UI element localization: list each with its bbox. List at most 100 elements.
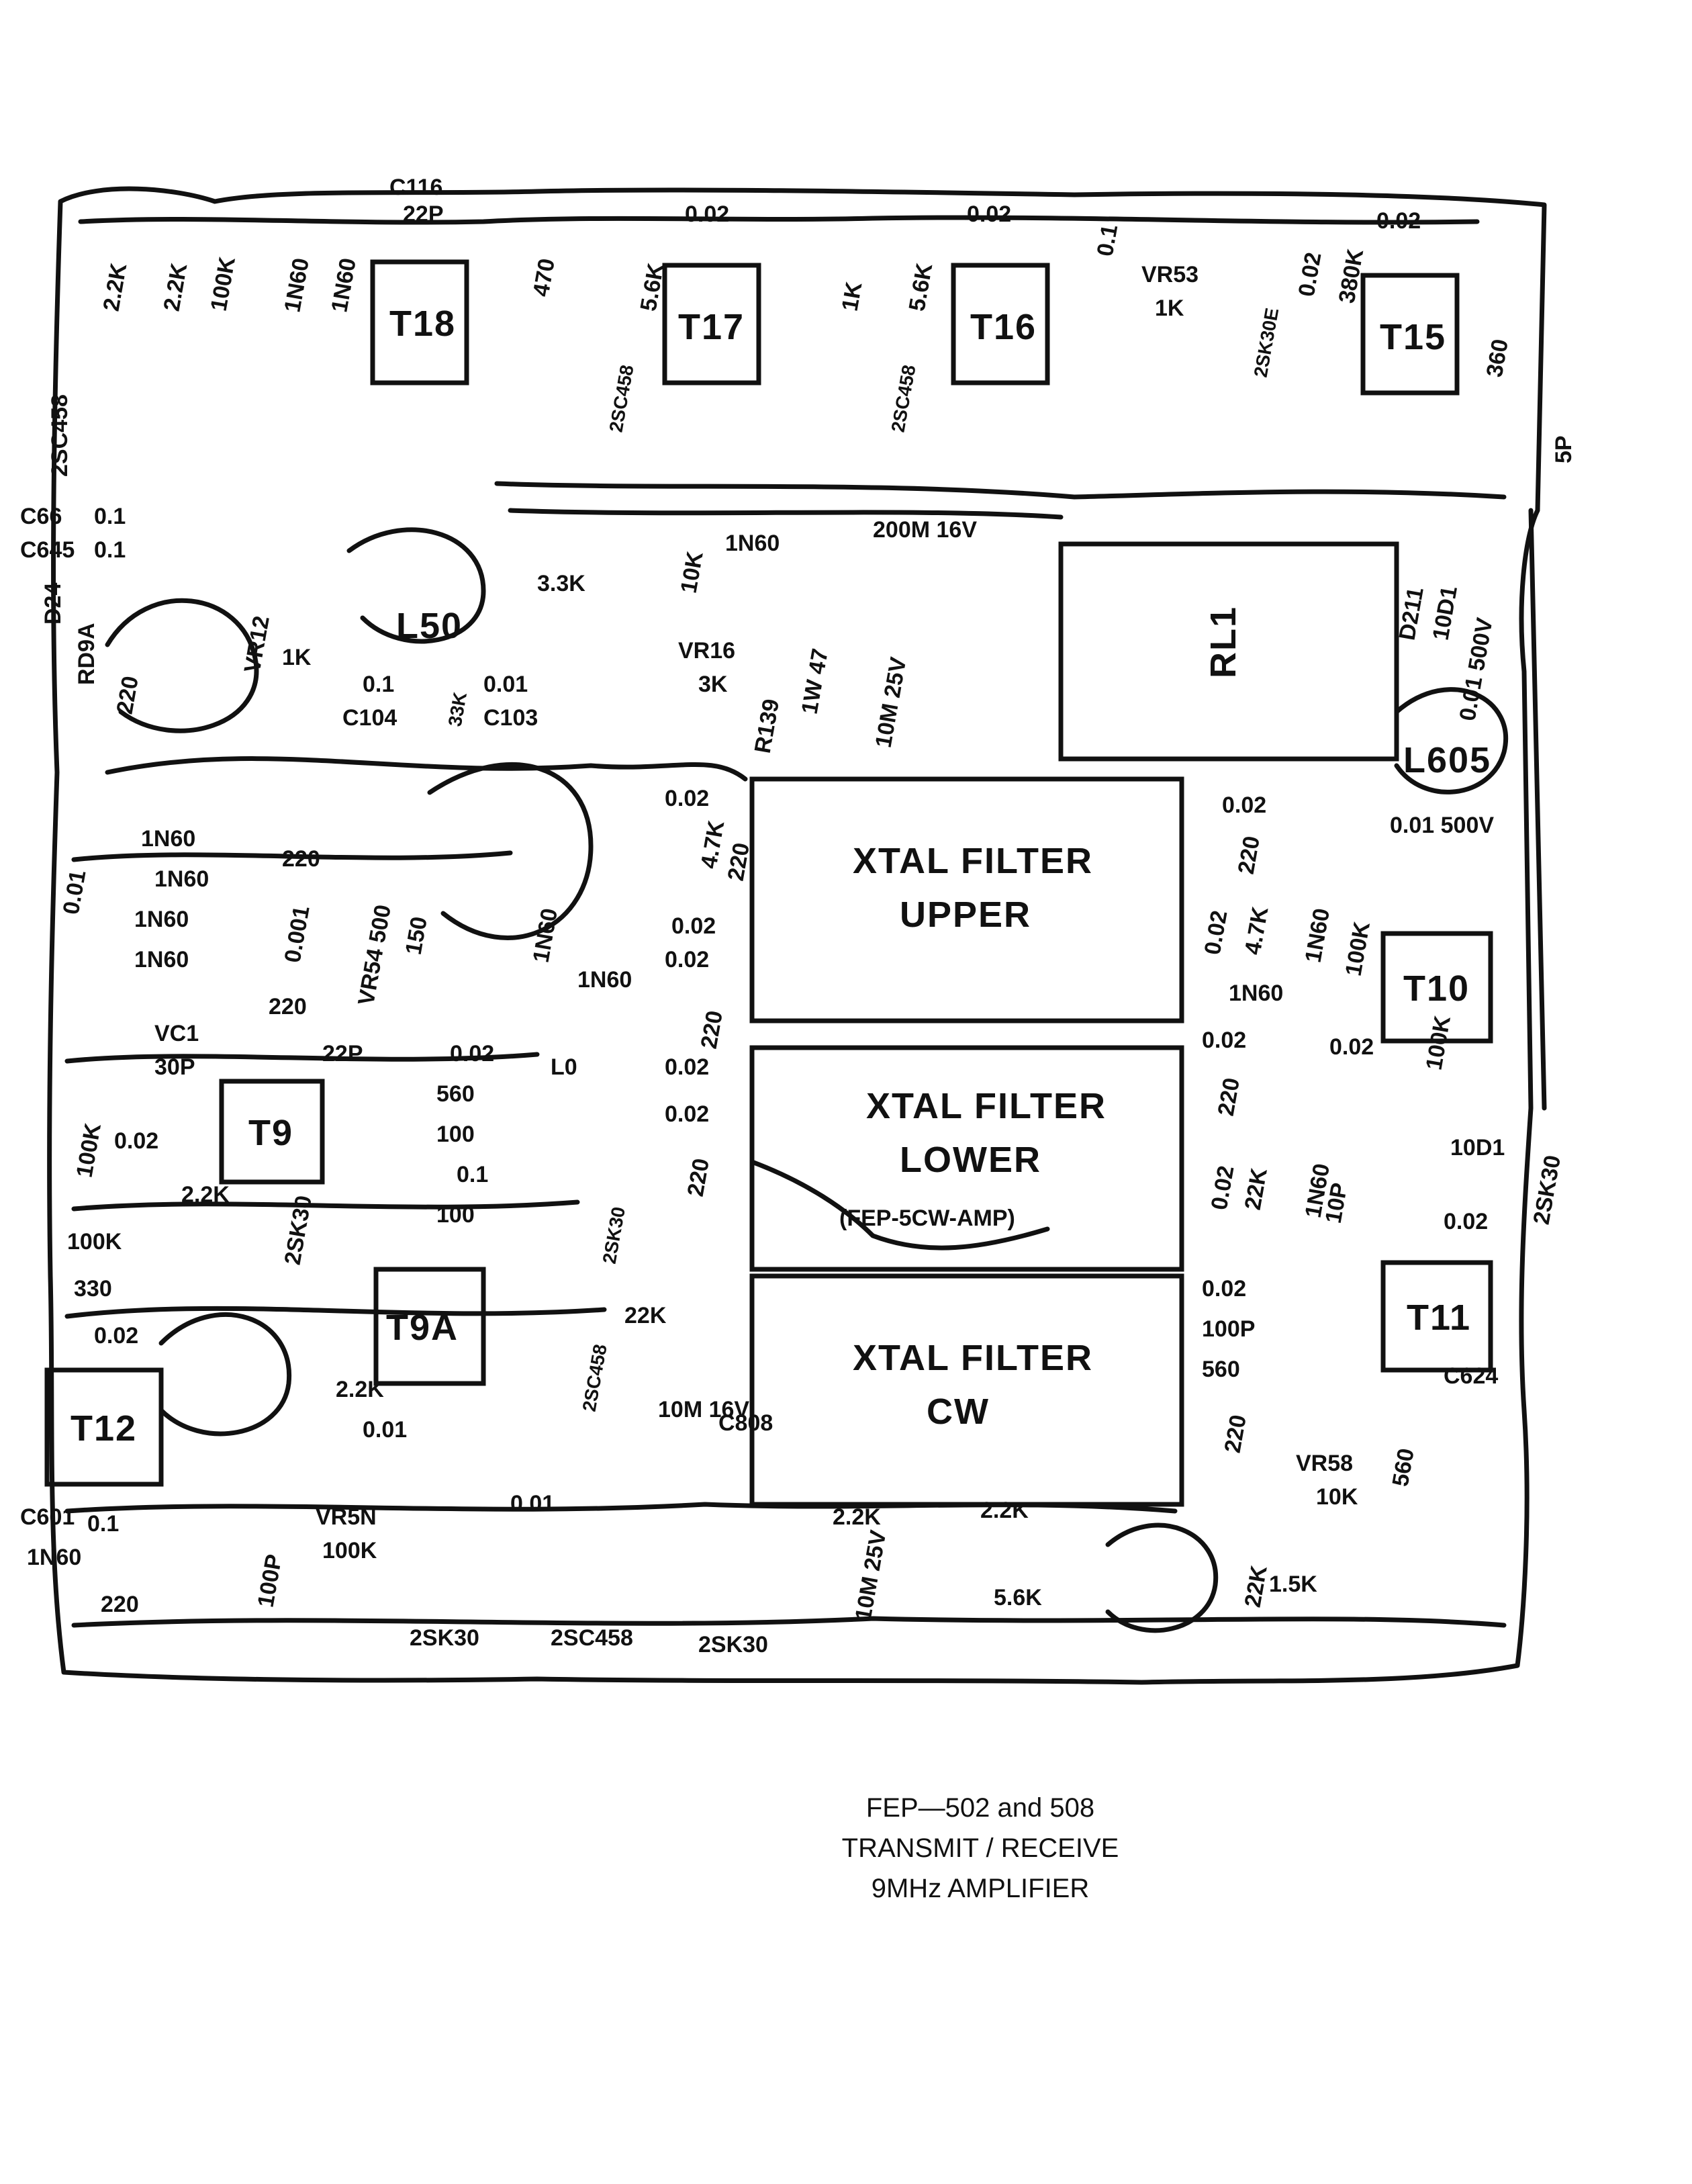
- trace-top-4: [105, 756, 748, 782]
- transformer-t12-box: [44, 1367, 164, 1487]
- label-tr26: 2SC458: [605, 363, 637, 434]
- label-c104: 0.1: [363, 672, 394, 697]
- label-c645-value: 0.1: [94, 537, 126, 563]
- label-r126: 100K: [206, 255, 241, 313]
- label-r132: 5.6K: [904, 261, 938, 314]
- label-c815: 0.02: [1202, 1028, 1246, 1053]
- label-r604: 100K: [67, 1229, 122, 1255]
- label-c26: 0.02: [450, 1041, 494, 1066]
- label-r43: 100K: [1341, 919, 1376, 978]
- label-c830: 0.02: [1329, 1034, 1374, 1060]
- label-vc1-value: 30P: [154, 1054, 195, 1080]
- label-l0: L0: [551, 1054, 577, 1080]
- label-r661: 220: [269, 994, 307, 1019]
- label-r821: 22K: [1240, 1563, 1272, 1609]
- label-r139: R139: [750, 697, 785, 756]
- label-r141: 10K: [676, 549, 708, 595]
- label-tr27: 2SC458: [887, 363, 919, 434]
- label-c624: C624: [1444, 1363, 1498, 1389]
- label-c605: 0.01: [363, 1417, 407, 1443]
- xtal-filter-lower-title: XTAL FILTER: [866, 1086, 1107, 1126]
- label-d3: 1N60: [134, 947, 189, 972]
- label-vr53-value: 1K: [1155, 295, 1184, 321]
- label-c110: 0.1: [1092, 222, 1123, 258]
- label-r803: 22K: [624, 1303, 667, 1328]
- label-c25: 0.02: [114, 1128, 158, 1154]
- label-c623: 0.02: [94, 1323, 138, 1349]
- label-vr58-value: 10K: [1316, 1484, 1358, 1510]
- label-tr29: 2SC458: [47, 394, 73, 477]
- label-r645: 5.6K: [994, 1585, 1042, 1610]
- t11-label: T11: [1407, 1298, 1471, 1338]
- label-d605: 1N60: [1301, 907, 1335, 965]
- label-r34: 100: [436, 1202, 475, 1228]
- xtal-filter-lower-sub: LOWER: [900, 1140, 1041, 1180]
- label-c116: C116: [389, 175, 442, 200]
- xtal-filter-cw-box: [749, 1273, 1184, 1507]
- label-vr16: VR16: [678, 638, 735, 664]
- label-vr53: VR53: [1141, 262, 1198, 287]
- label-r111: 0.02: [1294, 251, 1327, 299]
- xtal-filter-upper-title: XTAL FILTER: [853, 841, 1093, 881]
- label-c126: 0.02: [685, 201, 729, 227]
- label-c826: 0.02: [967, 201, 1011, 227]
- label-d2: 1N60: [154, 866, 209, 892]
- transformer-t15-box: [1360, 273, 1460, 396]
- label-r33: 100: [436, 1122, 475, 1147]
- label-33k: 33K: [444, 690, 471, 728]
- label-tr52: 2SC458: [579, 1343, 611, 1413]
- label-d25: 1N60: [725, 531, 780, 556]
- label-r813: 220: [1233, 834, 1265, 876]
- trace-loop-1: [105, 598, 259, 733]
- label-c644: 10M 25V: [871, 655, 912, 749]
- label-vr58: VR58: [1296, 1451, 1353, 1476]
- label-5p: 5P: [1551, 435, 1577, 463]
- label-c816: 0.02: [1207, 1164, 1239, 1212]
- trace-loop-6: [1394, 687, 1508, 794]
- label-tr53: 2SK30: [599, 1205, 629, 1266]
- label-d4: 1N60: [134, 907, 189, 932]
- label-r335: 560: [1202, 1357, 1240, 1382]
- label-l605: L605: [1403, 740, 1491, 780]
- t9-label: T9: [248, 1113, 293, 1153]
- label-r138: 360: [1482, 337, 1513, 379]
- label-r124: 2.2K: [99, 261, 132, 314]
- label-r172: 3.3K: [537, 571, 585, 596]
- trace-bot-2: [71, 1616, 1507, 1628]
- transformer-t10-box: [1380, 931, 1493, 1044]
- label-d1: 1N60: [141, 826, 195, 852]
- label-r807: 4.7K: [696, 819, 730, 871]
- label-c672: 0.01 500V: [1390, 813, 1494, 838]
- label-r805: 2.2K: [980, 1498, 1029, 1523]
- transformer-t9a-box: [373, 1267, 486, 1386]
- label-c810: 0.02: [665, 786, 709, 811]
- label-r665: 100K: [1421, 1013, 1456, 1072]
- t12-label: T12: [70, 1408, 137, 1449]
- label-r817: 4.7K: [1240, 905, 1274, 957]
- label-c812: 0.02: [665, 1101, 709, 1127]
- label-d24-value: RD9A: [74, 623, 99, 685]
- t17-label: T17: [678, 307, 745, 347]
- label-c24: 22P: [322, 1041, 363, 1066]
- t10-label: T10: [1403, 968, 1470, 1009]
- transformer-t17-box: [662, 263, 761, 385]
- label-r142: 220: [112, 674, 144, 716]
- label-vr12: VR12: [240, 614, 275, 674]
- label-r42: 1.5K: [1269, 1572, 1317, 1597]
- transformer-t18-box: [370, 259, 469, 385]
- trace-loop-4: [158, 1312, 292, 1437]
- label-d606: 1N60: [1229, 981, 1283, 1006]
- label-r139-value: 1W 47: [797, 647, 833, 716]
- trace-top-1: [78, 215, 1480, 225]
- label-r125: 2.2K: [159, 261, 193, 314]
- label-c601: C601: [20, 1504, 75, 1530]
- label-r819: 220: [696, 1009, 728, 1050]
- label-c828: 0.02: [665, 1054, 709, 1080]
- trace-mid-2: [64, 1052, 540, 1064]
- label-r816: 22K: [1240, 1166, 1272, 1212]
- xtal-filter-upper-box: [749, 776, 1184, 1023]
- label-r800: 150: [401, 915, 432, 956]
- board-outline: [47, 186, 1547, 1685]
- label-r814: 220: [1213, 1076, 1245, 1118]
- label-c104-name: C104: [342, 705, 397, 731]
